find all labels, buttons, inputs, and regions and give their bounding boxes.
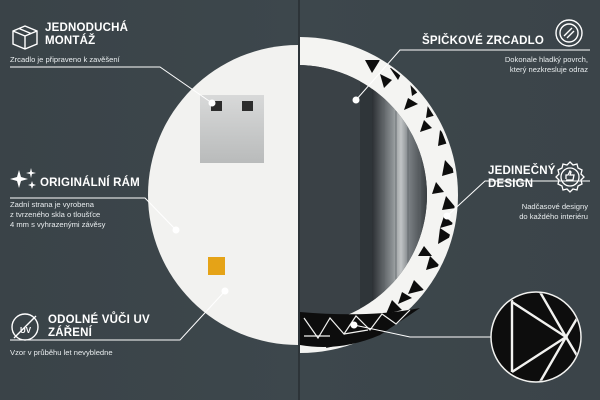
- feature-title: ODOLNÉ VŮČI UV: [48, 314, 150, 326]
- feature-title: JEDNODUCHÁ: [45, 22, 129, 34]
- feature-title: MONTÁŽ: [45, 35, 96, 47]
- pattern-zoom-circle: [490, 291, 582, 383]
- feature-description: který nezkresluje odraz: [509, 65, 588, 74]
- callout-lines: [10, 49, 590, 341]
- callout-dots: [172, 96, 451, 329]
- feature-frame: ORIGINÁLNÍ RÁM: [40, 177, 140, 190]
- sparkles-icon: [9, 166, 39, 194]
- feature-uv-desc: Vzor v průběhu let nevybledne: [10, 348, 113, 358]
- feature-title: DESIGN: [488, 178, 534, 190]
- feature-description: do každého interiéru: [519, 212, 588, 221]
- feature-frame-desc: Zadní strana je vyrobena z tvrzeného skl…: [10, 200, 105, 230]
- feature-description: Vzor v průběhu let nevybledne: [10, 348, 113, 357]
- feature-design-desc: Nadčasové designy do každého interiéru: [498, 202, 588, 222]
- feature-design: JEDINEČNÝ DESIGN: [488, 165, 556, 191]
- mirror-back-panel: [148, 45, 300, 345]
- mirror-icon: [553, 17, 585, 49]
- feature-description: Dokonale hladký povrch,: [504, 55, 588, 64]
- uv-badge-text: UV: [20, 326, 32, 335]
- feature-title: ORIGINÁLNÍ RÁM: [40, 177, 140, 189]
- feature-mirror-desc: Dokonale hladký povrch, který nezkresluj…: [488, 55, 588, 75]
- uv-shield-icon: UV: [8, 310, 42, 344]
- feature-title: ŠPIČKOVÉ ZRCADLO: [422, 35, 545, 47]
- hanger-plate: [200, 95, 264, 163]
- feature-mounting-desc: Zrcadlo je připraveno k zavěšení: [10, 55, 120, 65]
- divider-line: [298, 0, 300, 400]
- feature-mounting: JEDNODUCHÁ MONTÁŽ: [45, 22, 128, 48]
- feature-uv: ODOLNÉ VŮČI UV ZÁŘENÍ: [48, 314, 150, 340]
- box-icon: [10, 22, 40, 52]
- feature-description: Nadčasové designy: [521, 202, 588, 211]
- feature-title: ZÁŘENÍ: [48, 327, 93, 339]
- feature-description: Zadní strana je vyrobena: [10, 200, 95, 209]
- quality-seal-icon: [553, 160, 587, 194]
- mirror-front: [300, 37, 458, 353]
- feature-title: JEDINEČNÝ: [488, 165, 556, 177]
- feature-description: 4 mm s vyhrazenými závěsy: [10, 220, 106, 229]
- feature-mirror: ŠPIČKOVÉ ZRCADLO: [422, 35, 544, 48]
- feature-description: Zrcadlo je připraveno k zavěšení: [10, 55, 120, 64]
- feature-description: z tvrzeného skla o tloušťce: [10, 210, 101, 219]
- label-tag: [208, 257, 225, 275]
